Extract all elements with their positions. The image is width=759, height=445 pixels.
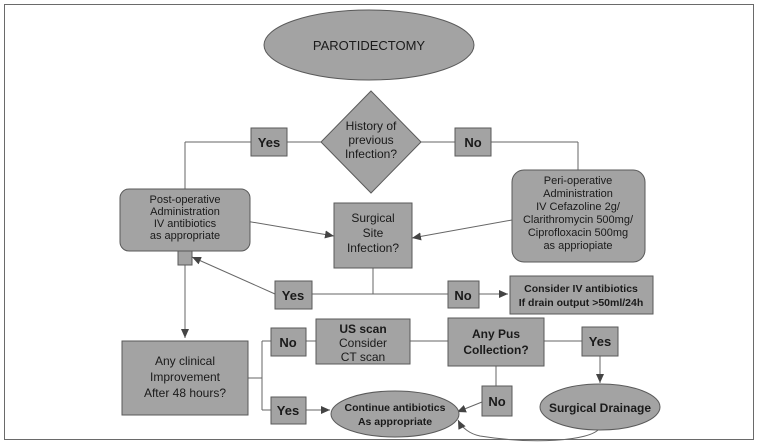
- yes-mid-label: Yes: [282, 288, 304, 303]
- peri-op-line-2: Administration: [543, 188, 613, 200]
- yes-bottom-label: Yes: [277, 403, 299, 418]
- continue-line-1: Continue antibiotics: [345, 402, 446, 414]
- peri-op-line-3: IV Cefazoline 2g/: [536, 201, 621, 213]
- peri-op-line-4: Clarithromycin 500mg/: [523, 214, 634, 226]
- node-no-top: No: [454, 127, 492, 157]
- no-left-label: No: [279, 335, 296, 350]
- node-us-scan: US scan Consider CT scan: [315, 318, 411, 365]
- history-line-3: Infection?: [345, 147, 397, 161]
- yes-right-label: Yes: [589, 334, 611, 349]
- post-op-line-2: Administration: [150, 206, 220, 218]
- continue-line-2: As appropriate: [358, 416, 432, 428]
- ssi-line-1: Surgical: [351, 211, 394, 225]
- peri-op-line-1: Peri-operative: [544, 175, 612, 187]
- edge-nobottom-continue: [456, 401, 483, 413]
- node-pus: Any Pus Collection?: [447, 317, 545, 367]
- post-op-line-4: as appropriate: [150, 230, 220, 242]
- node-yes-right: Yes: [581, 326, 619, 357]
- node-consider-iv: Consider IV antibiotics If drain output …: [509, 275, 654, 315]
- clinical-line-3: After 48 hours?: [144, 386, 226, 400]
- consider-iv-line-2: If drain output >50ml/24h: [519, 297, 644, 309]
- node-post-op: Post-operative Administration IV antibio…: [119, 188, 251, 252]
- us-scan-line-2: Consider: [339, 336, 387, 350]
- pus-line-2: Collection?: [463, 343, 528, 357]
- consider-iv-line-1: Consider IV antibiotics: [524, 283, 638, 295]
- us-scan-line-3: CT scan: [341, 350, 385, 364]
- post-op-line-1: Post-operative: [150, 194, 221, 206]
- peri-op-line-6: as appriopiate: [543, 240, 612, 252]
- node-peri-op: Peri-operative Administration IV Cefazol…: [511, 169, 646, 263]
- node-no-bottom: No: [481, 385, 513, 417]
- node-yes-bottom: Yes: [270, 396, 307, 425]
- ssi-line-2: Site: [363, 226, 384, 240]
- node-parotidectomy: PAROTIDECTOMY: [263, 9, 475, 81]
- edge-periop-ssi: [411, 219, 513, 241]
- parotidectomy-label: PAROTIDECTOMY: [313, 38, 426, 53]
- node-yes-mid: Yes: [274, 280, 313, 310]
- yes-top-label: Yes: [258, 135, 280, 150]
- node-history: History of previous Infection?: [320, 90, 422, 194]
- node-continue: Continue antibiotics As appropriate: [330, 390, 460, 438]
- clinical-line-2: Improvement: [150, 370, 221, 384]
- ssi-line-3: Infection?: [347, 241, 399, 255]
- connectors: [181, 141, 604, 442]
- node-yes-top: Yes: [250, 127, 288, 157]
- node-ssi: Surgical Site Infection?: [333, 202, 413, 269]
- post-op-line-3: IV antibiotics: [154, 218, 217, 230]
- no-bottom-label: No: [488, 394, 505, 409]
- peri-op-line-5: Ciprofloxacin 500mg: [528, 227, 628, 239]
- edge-drainage-continue: [457, 419, 601, 442]
- clinical-line-1: Any clinical: [155, 354, 215, 368]
- drainage-label: Surgical Drainage: [549, 401, 651, 415]
- node-drainage: Surgical Drainage: [539, 383, 661, 431]
- node-no-mid: No: [447, 280, 480, 309]
- us-scan-line-1: US scan: [339, 322, 386, 336]
- node-clinical: Any clinical Improvement After 48 hours?: [121, 340, 249, 416]
- no-top-label: No: [464, 135, 481, 150]
- post-op-stem-box: [177, 250, 193, 266]
- edge-yes-back: [191, 256, 276, 295]
- pus-line-1: Any Pus: [472, 327, 520, 341]
- no-mid-label: No: [454, 288, 471, 303]
- history-line-2: previous: [348, 133, 393, 147]
- history-line-1: History of: [346, 119, 397, 133]
- node-no-left: No: [270, 327, 307, 357]
